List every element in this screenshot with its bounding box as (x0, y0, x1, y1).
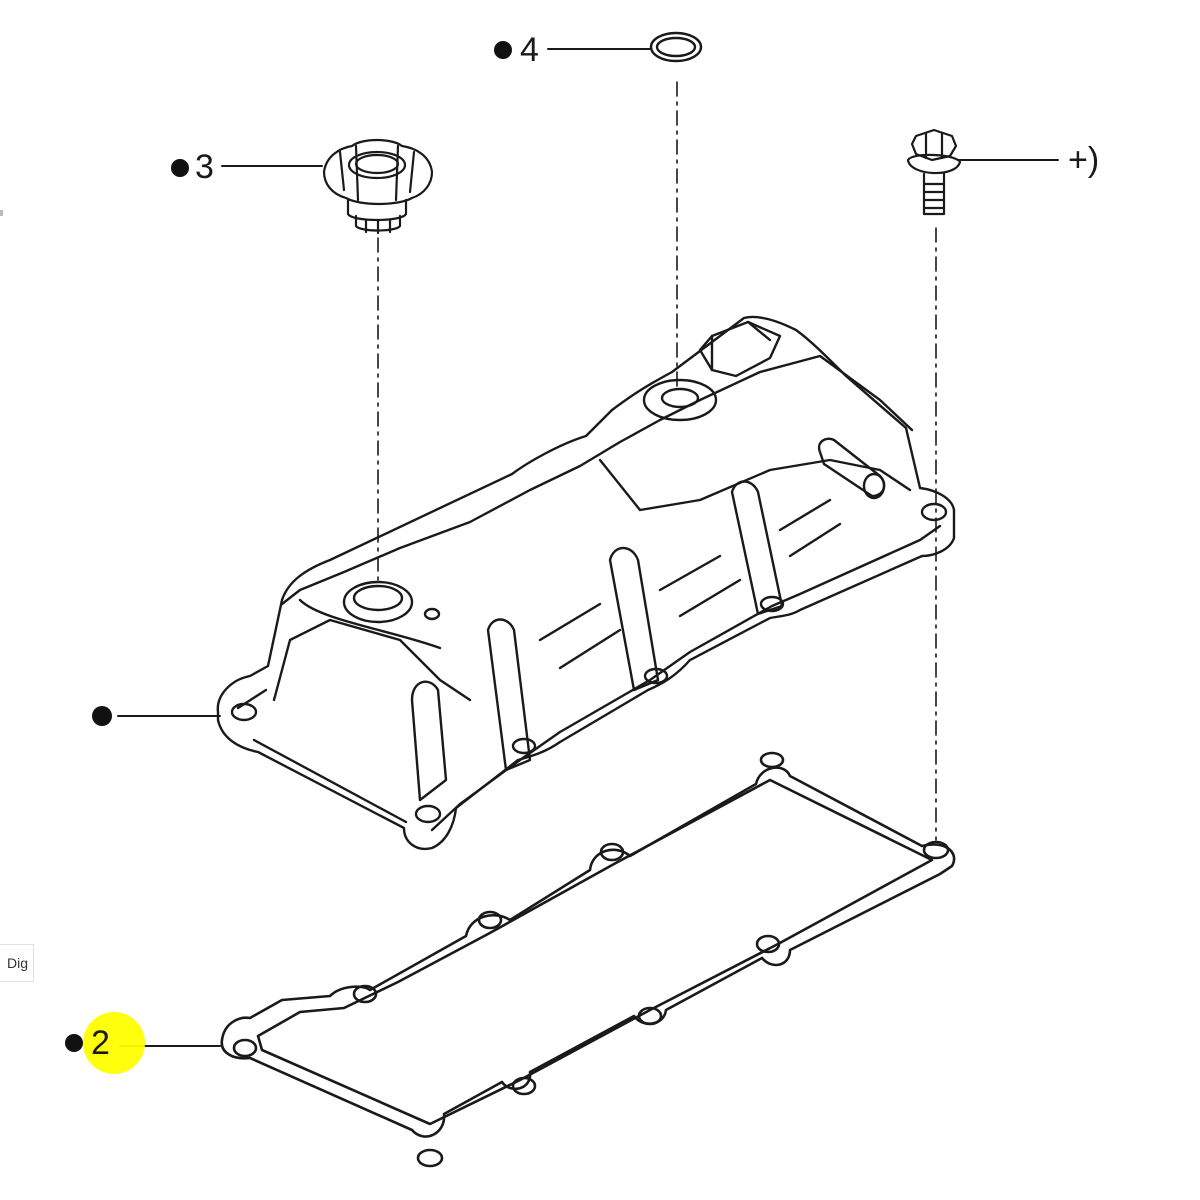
bolt-drawing (906, 128, 962, 216)
seal-ring-drawing (649, 31, 703, 63)
side-tab[interactable]: Dig (0, 944, 34, 982)
side-tab-label: Dig (7, 955, 29, 971)
callout-label-bolt: +) (1068, 141, 1100, 179)
callout-label-seal: 4 (520, 31, 539, 69)
gasket-drawing (220, 751, 956, 1168)
highlight-marker (83, 1012, 145, 1074)
oil-filler-cap-drawing (322, 138, 434, 235)
callout-dot-cover (92, 706, 112, 726)
cylinder-head-cover-drawing (216, 315, 956, 851)
edge-tick (0, 210, 3, 216)
callout-label-gasket: 2 (91, 1024, 110, 1062)
callout-dot-gasket (65, 1034, 83, 1052)
leader-lines (117, 48, 1059, 1047)
callout-dot-seal (494, 41, 512, 59)
callout-label-cap: 3 (195, 148, 214, 186)
assembly-center-lines (377, 81, 937, 841)
callout-dot-cap (171, 159, 189, 177)
